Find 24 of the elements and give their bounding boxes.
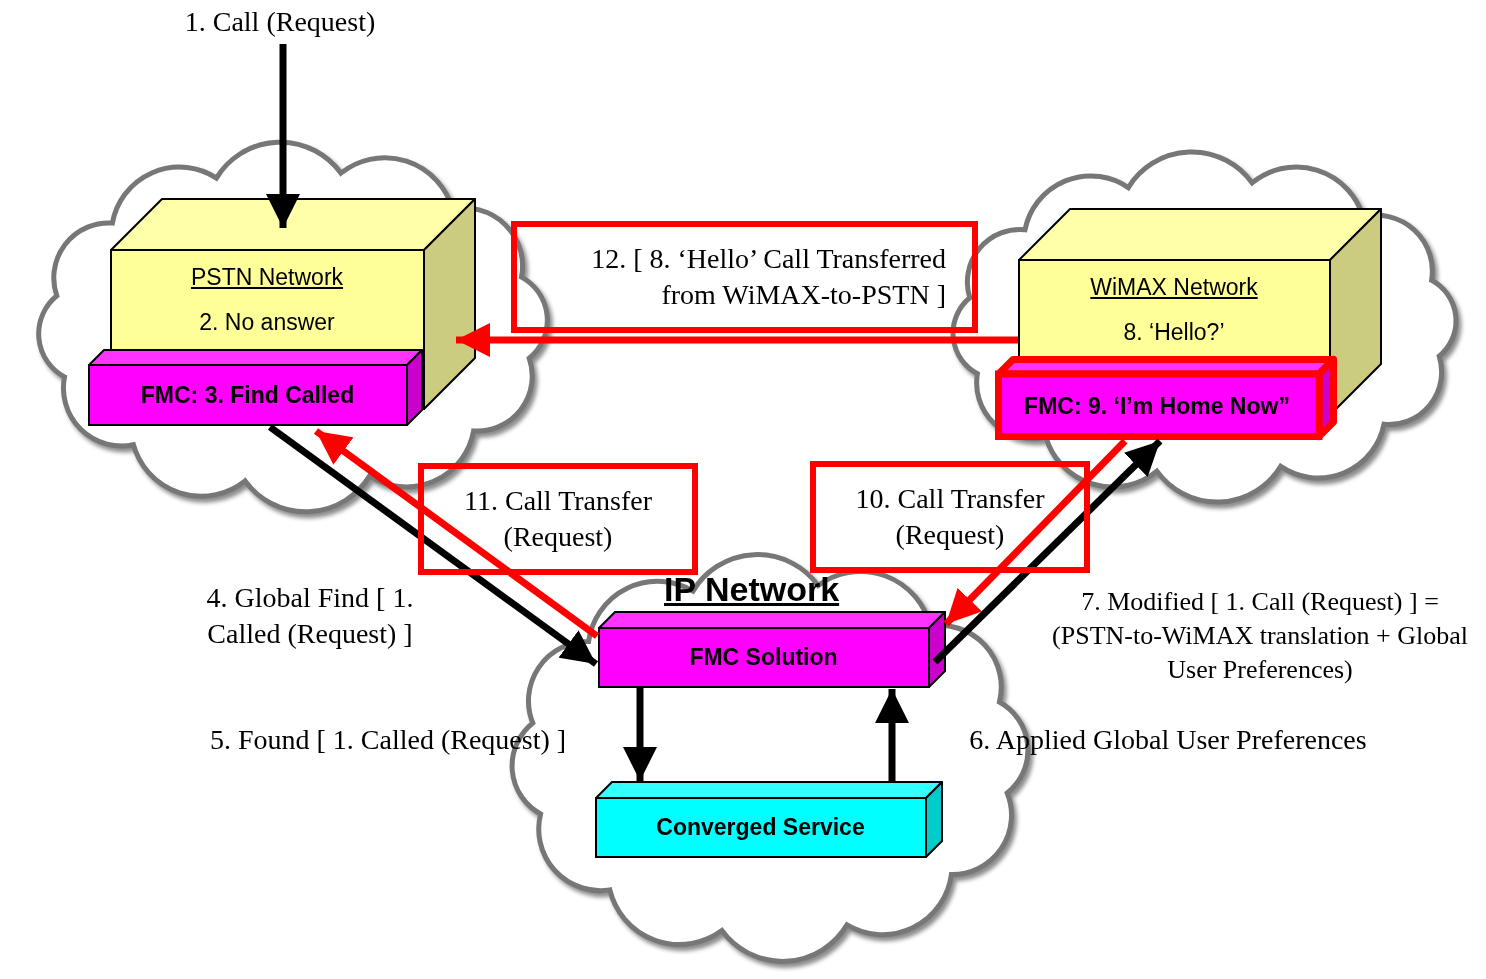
edge-label: 12. [ 8. ‘Hello’ Call Transferred from WiMAX-to-PSTN ] [590, 241, 946, 312]
edge-label: 6. Applied Global User Preferences [968, 723, 1368, 757]
arrow [623, 688, 657, 781]
block-label: FMC: 3. Find Called [140, 382, 355, 409]
cloud-title: IP Network [664, 570, 840, 609]
block-title: WiMAX Network [1090, 274, 1258, 301]
arrow [943, 438, 1128, 627]
step-text: 1. Call (Request) [160, 4, 400, 44]
block-label: Converged Service [656, 815, 865, 841]
block-label: 2. No answer [199, 309, 335, 336]
block-label: 8. ‘Hello?’ [1123, 319, 1225, 346]
edge-label: 5. Found [ 1. Called (Request) ] [208, 723, 568, 757]
arrow [932, 438, 1163, 665]
arrow [313, 428, 600, 639]
edge-label: 4. Global Find [ 1. Called (Request) ] [205, 581, 415, 652]
block-title: PSTN Network [190, 264, 344, 291]
arrow [875, 689, 909, 781]
edge-label: 7. Modified [ 1. Call (Request) ] = (PSTN-to-WiMAX translation + Global User Preferences) [1051, 586, 1469, 686]
block-label: FMC Solution [689, 645, 838, 671]
edge-label: 11. Call Transfer (Request) [463, 483, 653, 554]
arrow [267, 424, 599, 667]
edge-label: 10. Call Transfer (Request) [854, 481, 1046, 552]
arrow [456, 323, 1018, 357]
block-label: FMC: 9. ‘I’m Home Now” [1024, 394, 1290, 420]
